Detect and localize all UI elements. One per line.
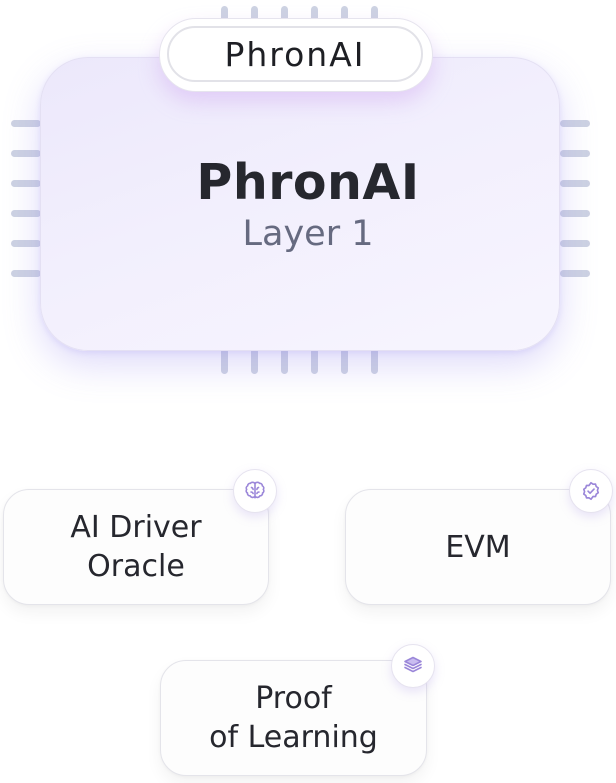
- feature-label-line1: EVM: [445, 529, 511, 565]
- chip-subtitle: Layer 1: [242, 214, 374, 254]
- chip-pin-bottom: [221, 348, 228, 374]
- layers-icon: [391, 644, 435, 688]
- feature-label-line1: AI Driver: [70, 510, 202, 545]
- feature-label-line2: of Learning: [209, 720, 378, 755]
- chip-pin-right: [560, 120, 590, 127]
- chip-pin-bottom: [251, 348, 258, 374]
- brain-icon: [233, 469, 277, 513]
- feature-card-evm: EVM: [345, 489, 611, 605]
- chip-pin-bottom: [281, 348, 288, 374]
- chip-title: PhronAI: [196, 154, 420, 211]
- chip-body: [40, 57, 560, 351]
- chip-pin-right: [560, 270, 590, 277]
- check-shield-icon: [569, 469, 613, 513]
- chip-pin-bottom: [341, 348, 348, 374]
- logo-wordmark: PhronAI: [167, 26, 423, 82]
- chip-pin-bottom: [371, 348, 378, 374]
- chip-pin-right: [560, 180, 590, 187]
- feature-label-line1: Proof: [255, 681, 332, 716]
- feature-card-ai-driver-oracle: AI Driver Oracle: [3, 489, 269, 605]
- feature-label-line2: Oracle: [87, 549, 185, 584]
- chip-pin-left: [11, 210, 41, 217]
- chip-pin-left: [11, 180, 41, 187]
- chip-pin-right: [560, 150, 590, 157]
- chip-pin-right: [560, 210, 590, 217]
- chip-pin-left: [11, 120, 41, 127]
- chip-pin-right: [560, 240, 590, 247]
- chip-pin-bottom: [311, 348, 318, 374]
- chip-pin-left: [11, 240, 41, 247]
- chip-pin-left: [11, 270, 41, 277]
- logo-badge: PhronAI: [159, 18, 433, 92]
- chip-pin-left: [11, 150, 41, 157]
- feature-card-proof-of-learning: Proof of Learning: [160, 660, 427, 776]
